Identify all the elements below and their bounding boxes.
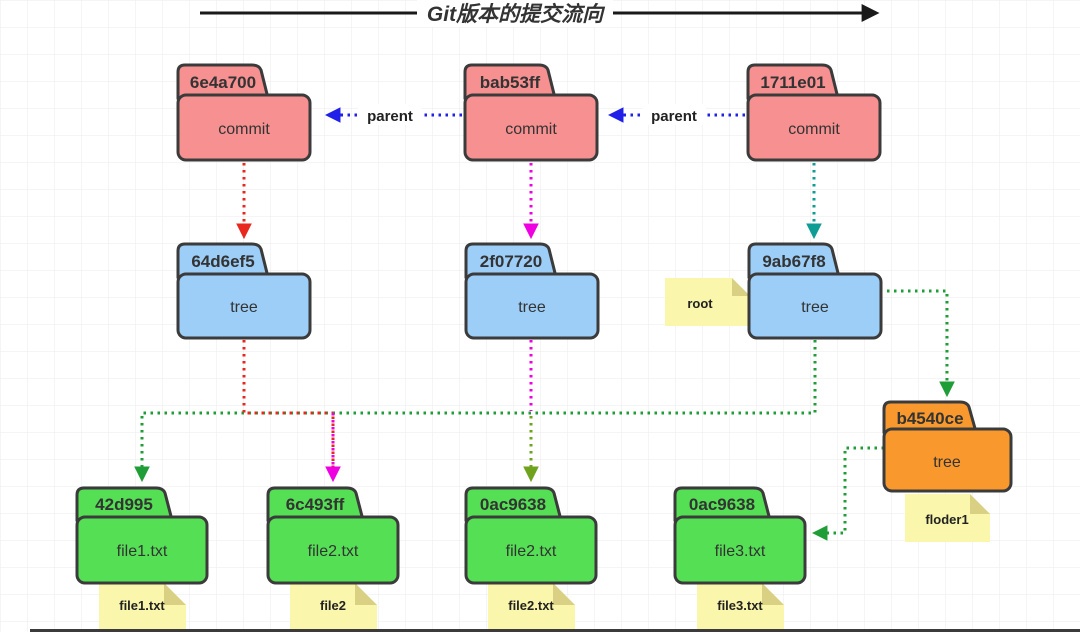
- tree3-hash: 9ab67f8: [762, 252, 825, 271]
- folder-tab: [176, 242, 270, 279]
- file-node-0ac9638-file3[interactable]: 0ac9638 file3.txt: [673, 486, 807, 585]
- note-fold-corner: [355, 583, 377, 605]
- folder-tab: [75, 486, 174, 522]
- folder-tab: [673, 486, 772, 522]
- folder-body: [266, 515, 400, 585]
- file-node-0ac9638-file2[interactable]: 0ac9638 file2.txt: [464, 486, 598, 585]
- commit1-hash: 6e4a700: [190, 73, 256, 92]
- folder-tab: [746, 63, 840, 100]
- edge-tree3-file1: [134, 340, 817, 483]
- tree-node-64d6ef5[interactable]: 64d6ef5 tree: [176, 242, 312, 340]
- folder-tab: [176, 63, 270, 100]
- commit1-label: commit: [218, 121, 270, 138]
- tree4-label: tree: [933, 454, 961, 471]
- folder-body: [176, 272, 312, 340]
- note-fold-corner: [164, 583, 186, 605]
- note-fold-corner: [732, 278, 750, 296]
- note-file2[interactable]: file2: [290, 583, 377, 629]
- folder-tab: [464, 486, 563, 522]
- note-body: [665, 278, 750, 326]
- file-node-6c493ff[interactable]: 6c493ff file2.txt: [266, 486, 400, 585]
- note-root[interactable]: root: [665, 278, 750, 326]
- commit3-hash: 1711e01: [760, 73, 825, 92]
- folder-body: [75, 515, 209, 585]
- file3-label: file3.txt: [715, 543, 766, 560]
- note-file1[interactable]: file1.txt: [99, 583, 186, 629]
- note-fold-corner: [970, 494, 990, 514]
- note-file1-label: file1.txt: [119, 598, 165, 613]
- commit-node-1711e01[interactable]: 1711e01 commit: [746, 63, 882, 162]
- file1-hash: 42d995: [95, 495, 153, 514]
- parent-label-bg-1: [358, 104, 422, 125]
- folder-body: [176, 93, 312, 162]
- tree4-hash: b4540ce: [896, 409, 963, 428]
- tree-node-2f07720[interactable]: 2f07720 tree: [464, 242, 600, 340]
- title-label-bg: [417, 0, 613, 27]
- file-node-42d995[interactable]: 42d995 file1.txt: [75, 486, 209, 585]
- parent-label-1: parent: [367, 108, 413, 125]
- tree-node-9ab67f8[interactable]: 9ab67f8 tree: [747, 242, 883, 340]
- parent-label-2: parent: [651, 108, 697, 125]
- folder-body: [747, 272, 883, 340]
- note-file3-label: file3.txt: [717, 598, 763, 613]
- folder-tab: [463, 63, 557, 100]
- file2b-label: file2.txt: [506, 543, 557, 560]
- folder-body: [464, 272, 600, 340]
- diagram-title: Git版本的提交流向: [427, 2, 606, 26]
- file1-label: file1.txt: [117, 543, 168, 560]
- file2-label: file2.txt: [308, 543, 359, 560]
- file2b-hash: 0ac9638: [480, 495, 546, 514]
- commit-node-6e4a700[interactable]: 6e4a700 commit: [176, 63, 312, 162]
- folder-body: [464, 515, 598, 585]
- note-file2b-label: file2.txt: [508, 598, 554, 613]
- commit-node-bab53ff[interactable]: bab53ff commit: [463, 63, 599, 162]
- note-file2-label: file2: [320, 598, 346, 613]
- file2-hash: 6c493ff: [286, 495, 345, 514]
- tree1-label: tree: [230, 299, 258, 316]
- note-floder1-label: floder1: [925, 512, 968, 527]
- commit3-label: commit: [788, 121, 840, 138]
- note-body: [905, 494, 990, 542]
- bottom-edge-bar: [30, 629, 1080, 632]
- note-file2b[interactable]: file2.txt: [488, 583, 575, 629]
- edge-tree3-tree4: [880, 289, 955, 398]
- folder-body: [673, 515, 807, 585]
- note-file3[interactable]: file3.txt: [697, 583, 784, 629]
- folder-body: [882, 427, 1013, 493]
- folder-tab: [882, 400, 978, 434]
- commit2-label: commit: [505, 121, 557, 138]
- note-fold-corner: [553, 583, 575, 605]
- tree-node-b4540ce[interactable]: b4540ce tree: [882, 400, 1013, 493]
- file3-hash: 0ac9638: [689, 495, 755, 514]
- folder-body: [746, 93, 882, 162]
- folder-body: [463, 93, 599, 162]
- tree2-label: tree: [518, 299, 546, 316]
- note-fold-corner: [762, 583, 784, 605]
- folder-tab: [464, 242, 558, 279]
- tree3-label: tree: [801, 299, 829, 316]
- folder-tab: [747, 242, 841, 279]
- folder-tab: [266, 486, 365, 522]
- note-root-label: root: [687, 296, 713, 311]
- parent-label-bg-2: [642, 104, 706, 125]
- note-floder1[interactable]: floder1: [905, 494, 990, 542]
- tree1-hash: 64d6ef5: [191, 252, 254, 271]
- commit2-hash: bab53ff: [480, 73, 541, 92]
- tree2-hash: 2f07720: [480, 252, 542, 271]
